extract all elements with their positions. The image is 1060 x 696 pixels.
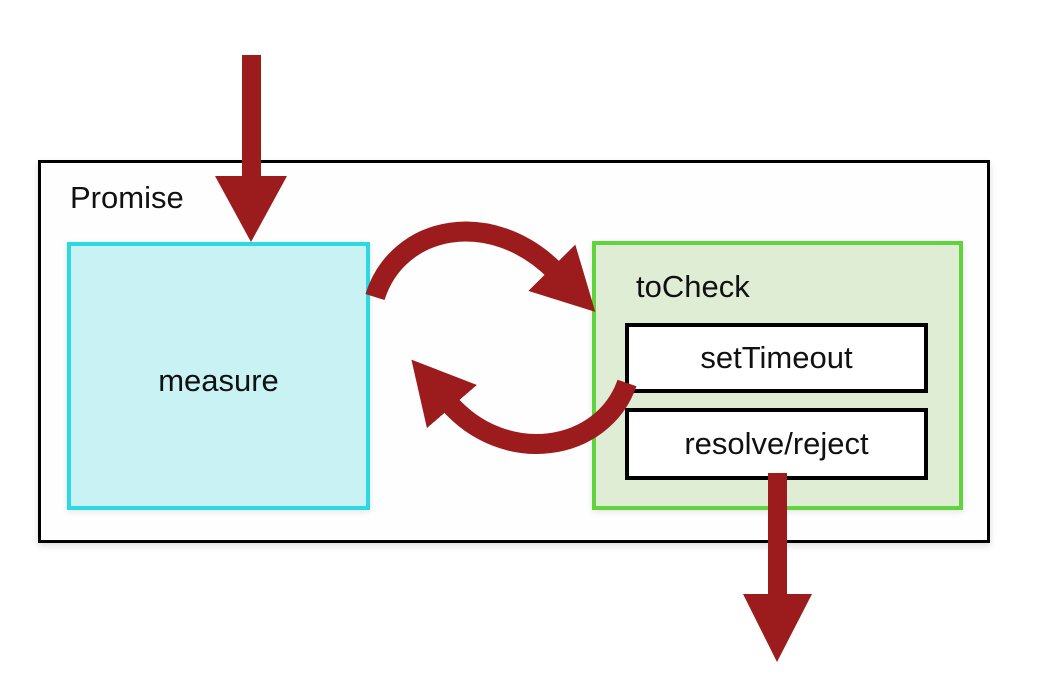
- measure-box: measure: [67, 242, 370, 510]
- resolve-reject-label: resolve/reject: [684, 426, 869, 461]
- promise-label: Promise: [70, 180, 184, 215]
- tocheck-label: toCheck: [636, 269, 750, 304]
- measure-label: measure: [158, 363, 279, 398]
- resolve-reject-box: resolve/reject: [625, 408, 928, 480]
- settimeout-box: setTimeout: [625, 323, 928, 393]
- settimeout-label: setTimeout: [700, 340, 853, 375]
- tocheck-box: toCheck setTimeout resolve/reject: [592, 241, 963, 510]
